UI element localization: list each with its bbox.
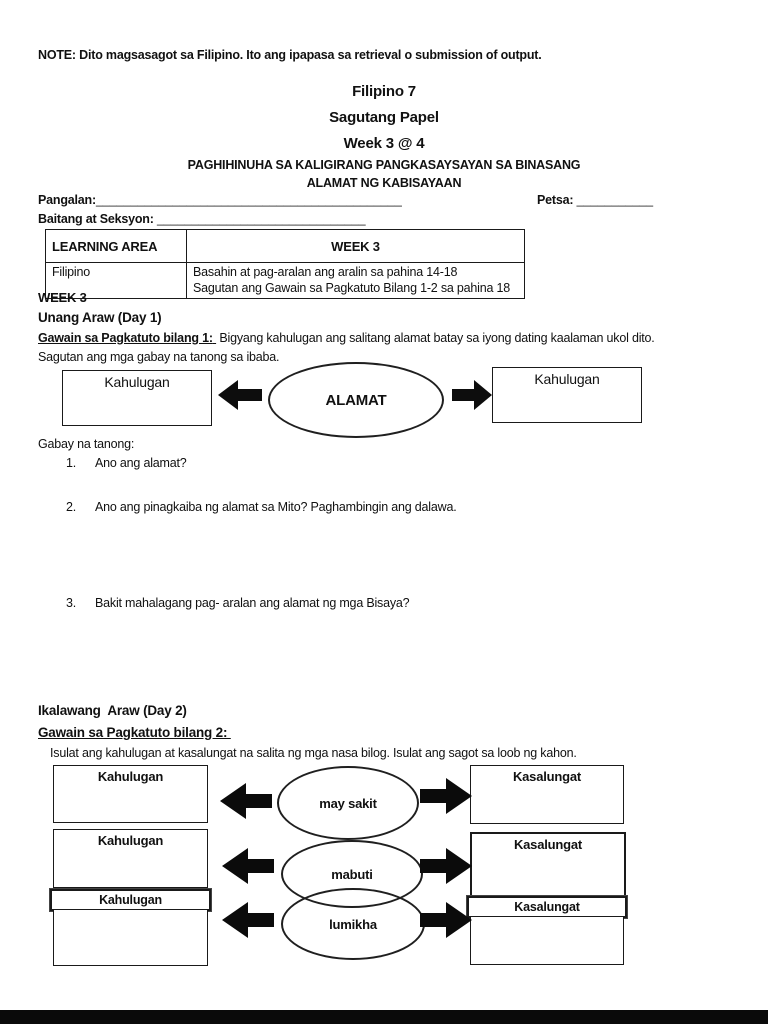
question-2-text: Ano ang pinagkaiba ng alamat sa Mito? Pa… <box>95 500 457 514</box>
task-line-1: Basahin at pag-aralan ang aralin sa pahi… <box>193 265 458 279</box>
topic-line-1: PAGHIHINUHA SA KALIGIRANG PANGKASAYSAYAN… <box>187 158 581 172</box>
questions-label: Gabay na tanong: <box>38 437 135 451</box>
alamat-right-answer-box: Kahulugan <box>492 367 642 423</box>
question-3-number: 3. <box>66 596 77 610</box>
day1-title: Unang Araw (Day 1) <box>38 310 162 325</box>
cell-tasks: Basahin at pag-aralan ang aralin sa pahi… <box>186 261 525 300</box>
topic-line-2: ALAMAT NG KABISAYAAN <box>306 176 462 190</box>
day1-activity-label: Gawain sa Pagkatuto bilang 1: <box>38 331 213 345</box>
subject-title: Filipino 7 <box>352 83 416 100</box>
day2-title: Ikalawang Araw (Day 2) <box>38 703 187 718</box>
alamat-ellipse: ALAMAT <box>268 362 444 438</box>
kasalungat-box-2-label: Kasalungat <box>513 837 583 852</box>
cell-area: Filipino <box>45 261 187 300</box>
arrow-left-icon <box>222 848 274 884</box>
arrow-right-icon <box>420 902 472 938</box>
day2-instruction: Isulat ang kahulugan at kasalungat na sa… <box>50 746 577 760</box>
arrow-right-icon <box>420 848 472 884</box>
baitang-blank-line: ______________________________ <box>156 212 366 226</box>
note-line: NOTE: Dito magsasagot sa Filipino. Ito a… <box>38 48 542 62</box>
kasalungat-box-1: Kasalungat <box>470 765 624 824</box>
arrow-left-icon <box>218 380 262 410</box>
question-1-text: Ano ang alamat? <box>95 456 187 470</box>
arrow-right-icon <box>452 380 492 410</box>
question-2-number: 2. <box>66 500 77 514</box>
word-ellipse-lumikha: lumikha <box>281 888 425 960</box>
page-bottom-bar <box>0 1010 768 1024</box>
learning-area-table: LEARNING AREA WEEK 3 Filipino Basahin at… <box>45 229 525 300</box>
question-1-number: 1. <box>66 456 77 470</box>
day1-activity-text2: Sagutan ang mga gabay na tanong sa ibaba… <box>38 350 280 364</box>
pangalan-label: Pangalan: <box>38 193 96 207</box>
word-may-sakit: may sakit <box>319 795 377 811</box>
kasalungat-strip-3: Kasalungat <box>467 896 627 918</box>
baitang-label: Baitang at Seksyon: <box>38 212 154 226</box>
kahulugan-box-1: Kahulugan <box>53 765 208 823</box>
task-line-2: Sagutan ang Gawain sa Pagkatuto Bilang 1… <box>193 280 511 295</box>
col-week3: WEEK 3 <box>186 229 525 263</box>
kahulugan-box-1-label: Kahulugan <box>97 769 164 784</box>
week-title: Week 3 @ 4 <box>343 135 425 152</box>
day1-activity-text: Bigyang kahulugan ang salitang alamat ba… <box>219 331 655 345</box>
arrow-left-icon <box>220 783 272 819</box>
alamat-left-box-label: Kahulugan <box>104 374 170 390</box>
week3-label: WEEK 3 <box>38 290 87 305</box>
petsa-label: Petsa: <box>537 193 574 207</box>
petsa-blank-line: ___________ <box>576 193 654 207</box>
table-header-row: LEARNING AREA WEEK 3 <box>45 229 525 263</box>
word-map-diagram: Kahulugan Kahulugan Kahulugan Kasalungat… <box>0 758 768 970</box>
pangalan-field: Pangalan:_______________________________… <box>38 193 402 207</box>
kasalungat-box-2: Kasalungat <box>470 832 626 898</box>
kahulugan-strip-3: Kahulugan <box>50 889 211 911</box>
word-lumikha: lumikha <box>325 916 381 932</box>
petsa-field: Petsa: ___________ <box>537 193 653 207</box>
day1-activity-line: Gawain sa Pagkatuto bilang 1: Bigyang ka… <box>38 331 738 345</box>
kahulugan-box-3 <box>53 909 208 966</box>
pangalan-blank-line: ________________________________________… <box>95 193 402 207</box>
paper-title: Sagutang Papel <box>329 109 439 126</box>
word-ellipse-may-sakit: may sakit <box>277 766 419 840</box>
arrow-left-icon <box>222 902 274 938</box>
kasalungat-box-1-label: Kasalungat <box>512 769 582 784</box>
kasalungat-box-3-label: Kasalungat <box>514 900 580 914</box>
kahulugan-box-3-label: Kahulugan <box>99 893 162 907</box>
question-3-text: Bakit mahalagang pag- aralan ang alamat … <box>95 596 410 610</box>
alamat-word: ALAMAT <box>325 391 387 409</box>
word-mabuti: mabuti <box>331 866 373 882</box>
col-learning-area: LEARNING AREA <box>45 229 187 263</box>
day2-activity-label: Gawain sa Pagkatuto bilang 2: <box>38 725 231 740</box>
table-row: Filipino Basahin at pag-aralan ang arali… <box>45 261 525 300</box>
kasalungat-box-3 <box>470 916 624 965</box>
alamat-right-box-label: Kahulugan <box>534 371 600 387</box>
baitang-field: Baitang at Seksyon: ____________________… <box>38 212 366 226</box>
kahulugan-box-2: Kahulugan <box>53 829 208 888</box>
kahulugan-box-2-label: Kahulugan <box>97 833 164 848</box>
alamat-left-answer-box: Kahulugan <box>62 370 212 426</box>
arrow-right-icon <box>420 778 472 814</box>
alamat-diagram: Kahulugan ALAMAT Kahulugan <box>0 362 768 440</box>
